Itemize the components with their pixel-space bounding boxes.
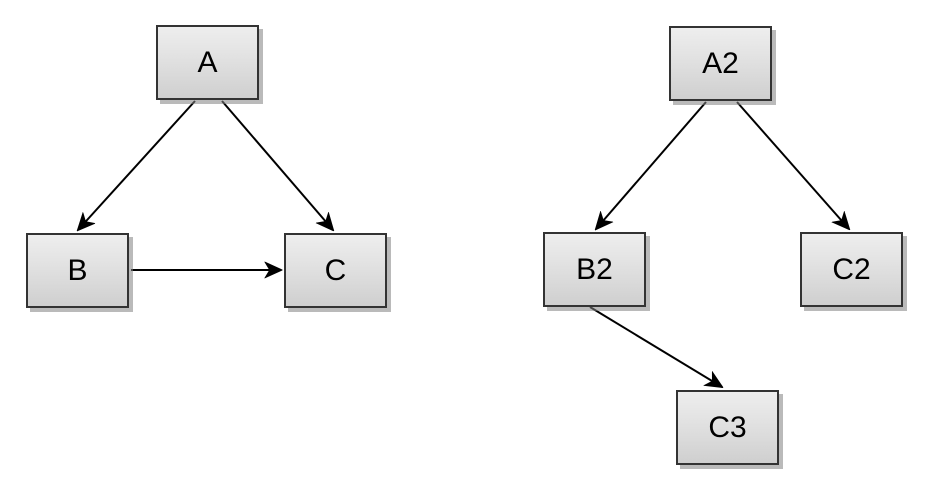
edge-a-to-c [221,100,333,230]
node-label-c: C [324,253,347,287]
edge-a2-to-b2 [596,101,707,229]
node-c2[interactable]: C2 [800,232,903,307]
node-label-b: B [67,253,88,287]
edge-a-to-b [78,100,196,230]
node-label-c2: C2 [832,252,871,286]
node-a2[interactable]: A2 [669,26,772,101]
node-b2[interactable]: B2 [543,232,646,307]
node-label-a: A [197,45,218,79]
edges-group [78,100,849,387]
edge-b2-to-c3 [589,306,722,387]
node-label-a2: A2 [702,46,739,80]
edge-a2-to-c2 [736,101,849,229]
node-b[interactable]: B [26,233,129,308]
node-label-c3: C3 [708,410,747,444]
node-c3[interactable]: C3 [676,390,779,465]
node-label-b2: B2 [576,252,613,286]
node-c[interactable]: C [284,233,387,308]
node-a[interactable]: A [156,25,259,100]
